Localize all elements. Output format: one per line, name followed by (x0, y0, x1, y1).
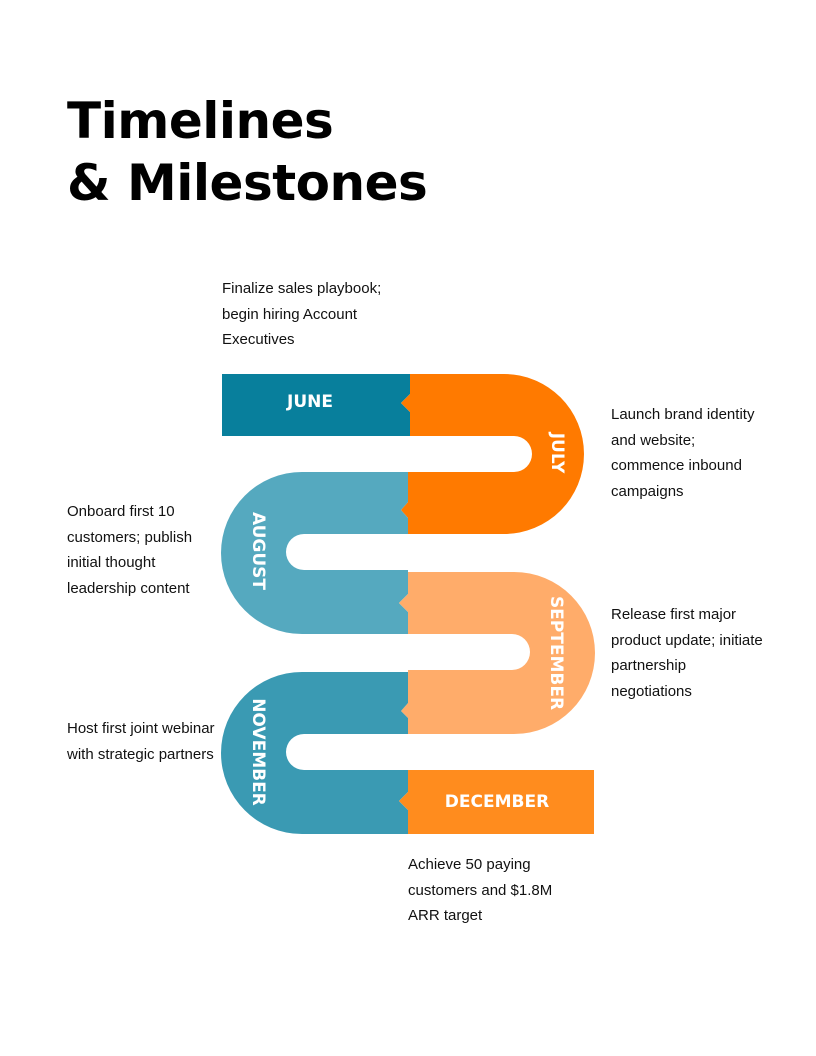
segment-november (221, 672, 408, 834)
milestone-note-november: Host first joint webinar with strategic … (67, 720, 215, 763)
segment-december (399, 770, 594, 834)
milestone-note-june: Finalize sales playbook; begin hiring Ac… (222, 280, 382, 349)
segment-july (401, 374, 584, 534)
page-title-line-2: & Milestones (67, 154, 428, 212)
month-label-november: NOVEMBER (248, 698, 268, 806)
milestone-note-september: Release first major product update; init… (611, 606, 763, 700)
milestone-note-august: Onboard first 10 customers; publish init… (67, 503, 193, 597)
page-title: Timelines & Milestones (67, 90, 428, 214)
segment-september (399, 572, 595, 734)
milestone-note-july: Launch brand identity and website; comme… (611, 406, 755, 500)
segment-august (221, 472, 408, 634)
milestone-note-december: Achieve 50 paying customers and $1.8M AR… (408, 856, 553, 925)
month-label-august: AUGUST (248, 512, 268, 590)
month-label-june: JUNE (286, 392, 333, 412)
month-label-july: JULY (547, 432, 567, 474)
page-title-line-1: Timelines (67, 92, 334, 150)
segment-june (222, 374, 410, 436)
month-label-september: SEPTEMBER (546, 596, 566, 710)
month-label-december: DECEMBER (445, 792, 549, 812)
